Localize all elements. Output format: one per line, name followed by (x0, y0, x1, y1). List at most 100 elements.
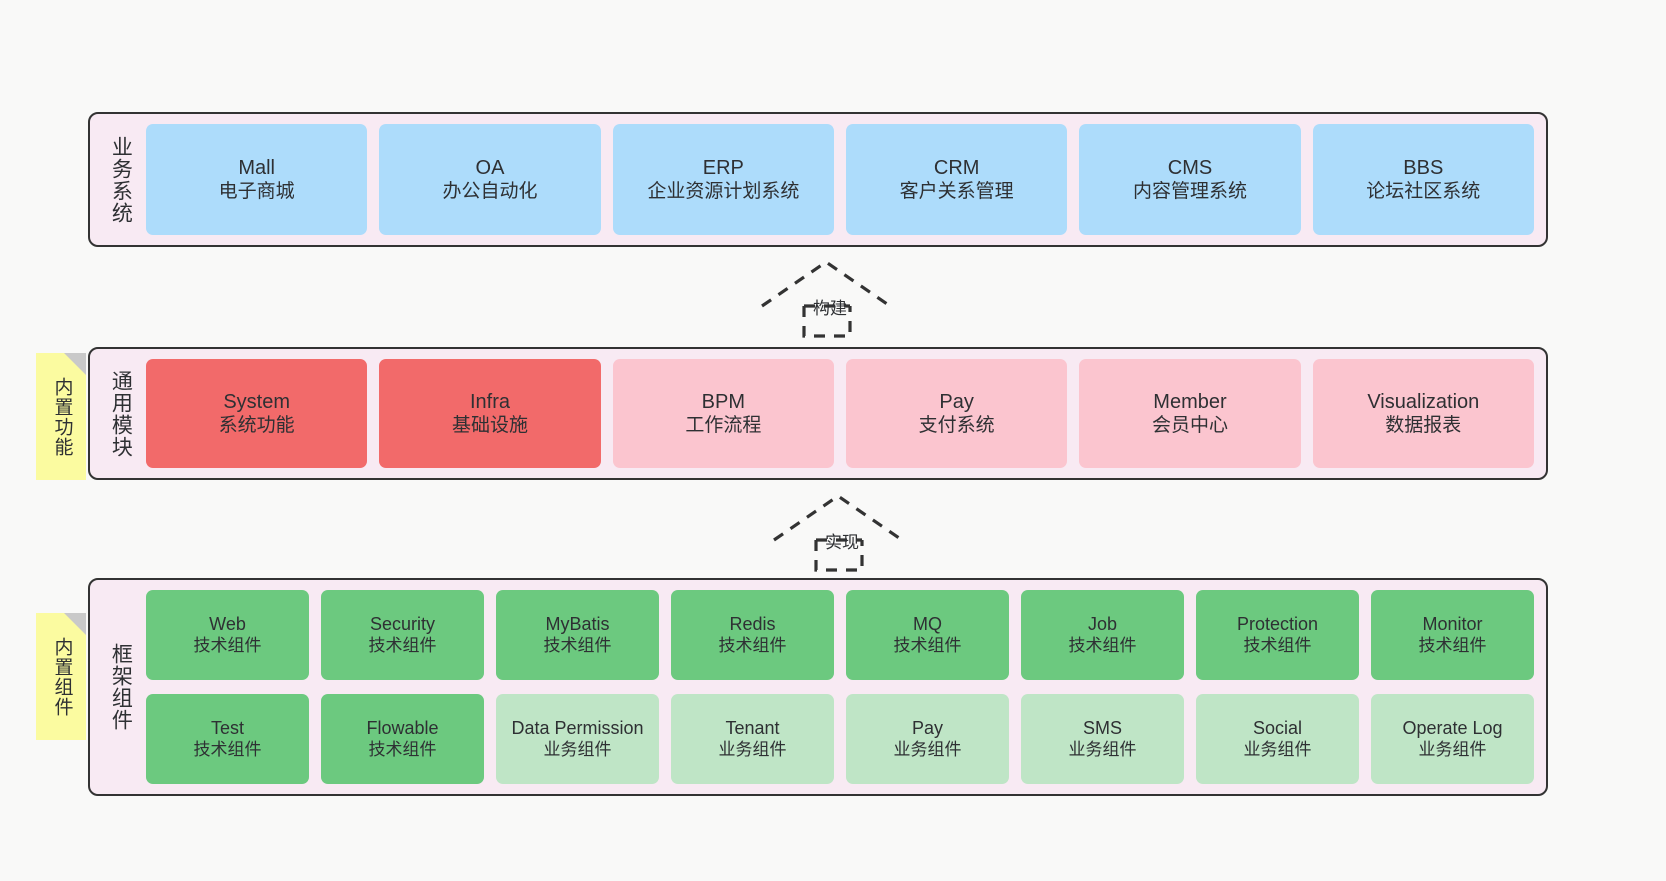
card-title: CMS (1167, 156, 1213, 179)
card-title: BBS (1403, 156, 1444, 179)
card-title: Mall (238, 156, 275, 179)
card-subtitle: 基础设施 (451, 415, 528, 437)
card-title: Web (209, 613, 246, 634)
card-title: Social (1252, 717, 1303, 738)
connector-build-label: 构建 (813, 299, 847, 318)
card-subtitle: 技术组件 (543, 635, 612, 655)
card-subtitle: 内容管理系统 (1132, 181, 1247, 203)
card-title: Monitor (1422, 613, 1483, 634)
card-title: Infra (469, 390, 510, 413)
card-subtitle: 会员中心 (1151, 415, 1228, 437)
card-subtitle: 工作流程 (685, 415, 762, 437)
card-subtitle: 技术组件 (1068, 635, 1137, 655)
card-title: Test (210, 717, 244, 738)
card-title: BPM (701, 390, 745, 413)
card-subtitle: 技术组件 (368, 739, 437, 759)
card-title: System (223, 390, 290, 413)
card-subtitle: 技术组件 (368, 635, 437, 655)
card-title: Operate Log (1402, 717, 1503, 738)
card-title: Tenant (725, 717, 780, 738)
card-title: Job (1087, 613, 1118, 634)
note-fold-corner-icon (64, 353, 86, 375)
card-subtitle: 技术组件 (193, 739, 262, 759)
layer-title-framework: 框架组件 (109, 643, 133, 731)
card-subtitle: 业务组件 (543, 739, 612, 759)
card-subtitle: 技术组件 (193, 635, 262, 655)
card-subtitle: 技术组件 (718, 635, 787, 655)
card-subtitle: 办公自动化 (442, 181, 538, 203)
card-title: Member (1153, 390, 1227, 413)
note-builtin-component: 内置组件 (36, 613, 86, 740)
card-subtitle: 业务组件 (1243, 739, 1312, 759)
note-fold-corner-icon (64, 613, 86, 635)
layer-title-module: 通用模块 (109, 369, 133, 458)
card-title: MQ (913, 613, 942, 634)
card-subtitle: 支付系统 (918, 415, 995, 437)
card-title: Visualization (1367, 390, 1480, 413)
card-title: Data Permission (511, 717, 644, 738)
card-subtitle: 电子商城 (218, 181, 295, 203)
card-title: Redis (729, 613, 776, 634)
card-subtitle: 技术组件 (1418, 635, 1487, 655)
card-title: CRM (933, 156, 980, 179)
card-subtitle: 企业资源计划系统 (647, 181, 800, 203)
card-title: OA (475, 156, 505, 179)
card-title: MyBatis (545, 613, 610, 634)
card-subtitle: 业务组件 (1418, 739, 1487, 759)
card-title: ERP (702, 156, 744, 179)
card-title: Flowable (366, 717, 439, 738)
card-title: Pay (911, 717, 944, 738)
card-subtitle: 业务组件 (1068, 739, 1137, 759)
note-builtin-function-label: 内置功能 (51, 376, 73, 457)
card-subtitle: 技术组件 (1243, 635, 1312, 655)
note-builtin-component-label: 内置组件 (51, 636, 73, 717)
connector-build-arrow: 构建 (758, 258, 898, 340)
card-title: Pay (939, 390, 974, 413)
card-title: Protection (1236, 613, 1319, 634)
card-subtitle: 业务组件 (893, 739, 962, 759)
note-builtin-function: 内置功能 (36, 353, 86, 480)
card-subtitle: 客户关系管理 (899, 181, 1014, 203)
connector-implement-label: 实现 (825, 533, 859, 552)
card-title: Security (369, 613, 436, 634)
